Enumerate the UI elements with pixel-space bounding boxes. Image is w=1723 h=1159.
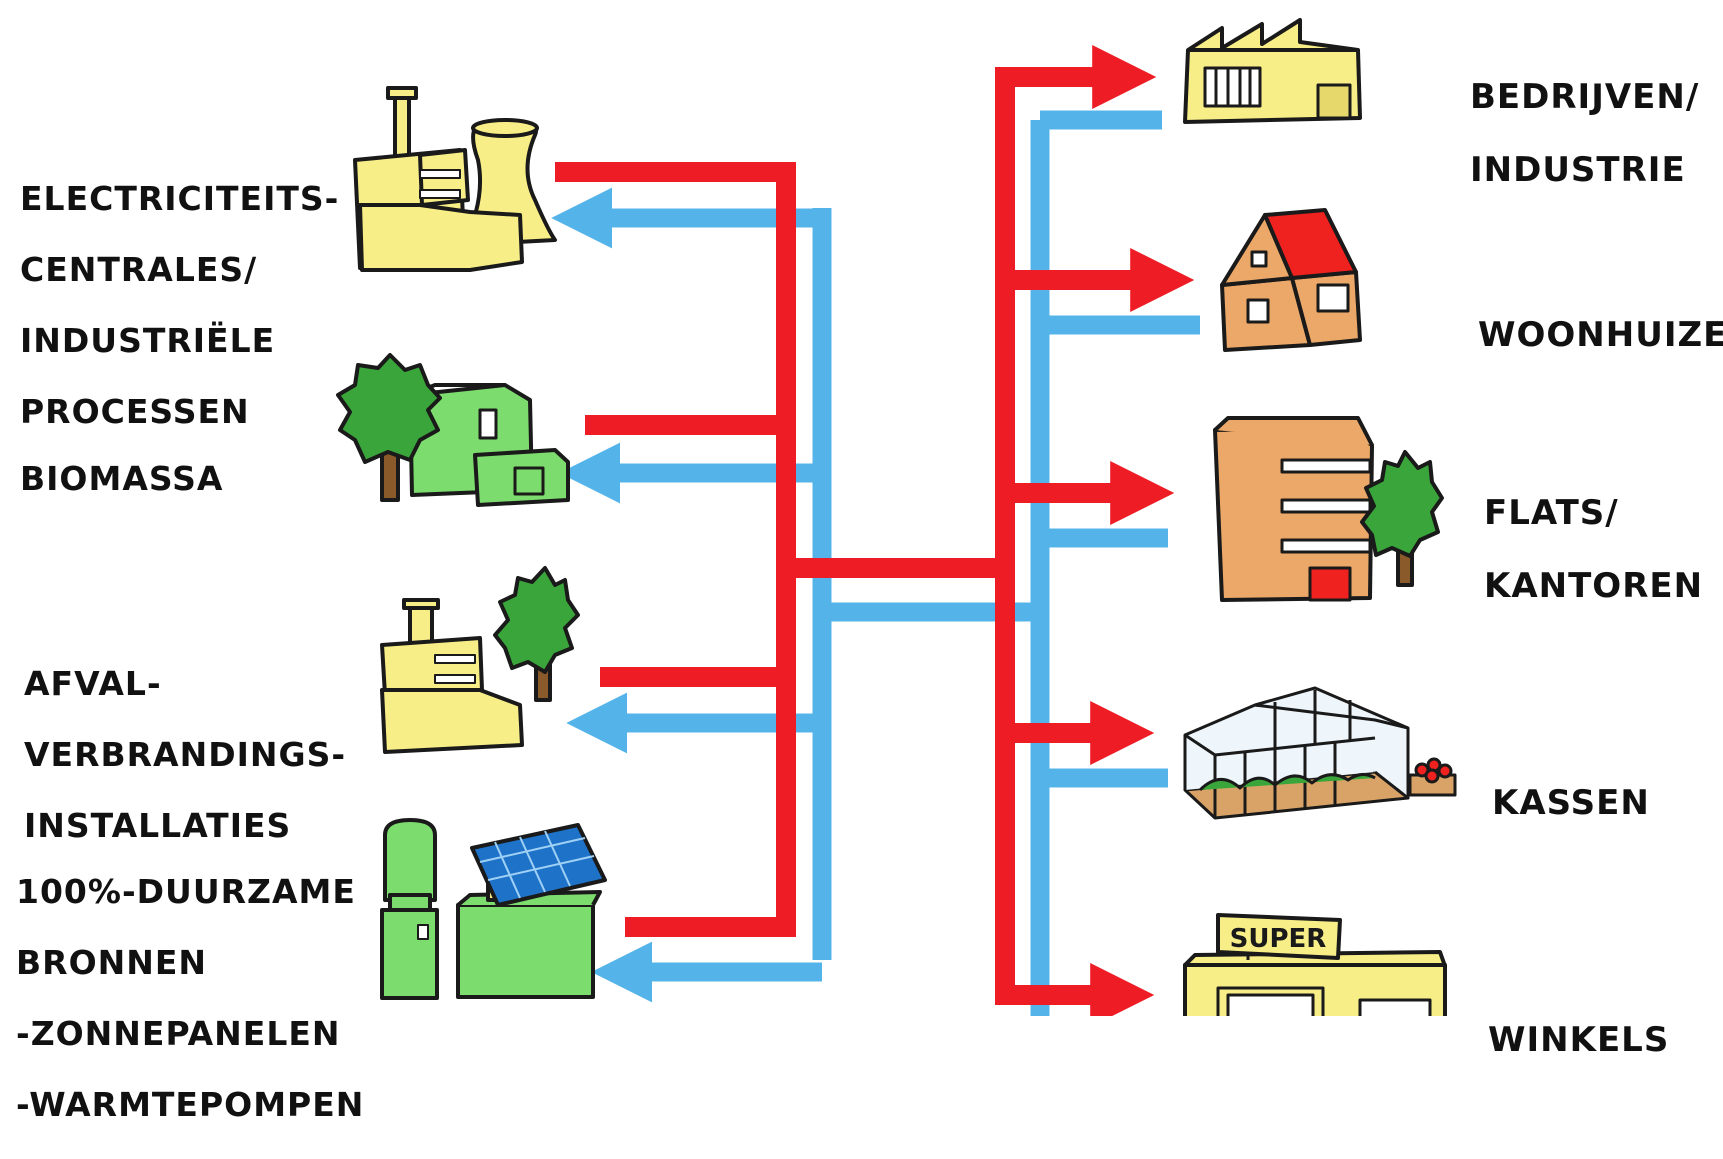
label-line: INDUSTRIËLE [20,321,276,361]
consumer-label-flats: FLATS/ KANTOREN [1484,458,1703,642]
label-line: WOONHUIZEN [1478,314,1723,355]
label-line: PROCESSEN [20,392,250,432]
supermarket-icon: SUPER [1183,913,1447,1016]
label-line: INDUSTRIE [1470,150,1686,191]
label-line: -ZONNEPANELEN [16,1014,341,1054]
label-line: CENTRALES/ [20,249,258,289]
waste-incinerator-icon [380,566,580,754]
label-line: BEDRIJVEN/ [1470,76,1700,117]
consumer-label-greenhouses: KASSEN [1492,748,1650,858]
consumer-label-shops: WINKELS [1488,985,1669,1095]
factory-icon [1183,18,1362,124]
label-line: VERBRANDINGS- [24,734,347,774]
label-line: BIOMASSA [20,458,224,498]
source-label-power: ELECTRICITEITS- CENTRALES/ INDUSTRIËLE P… [20,145,339,466]
pipe-network [551,44,1200,1016]
solar-heatpump-icon [380,818,607,1000]
biomass-plant-icon [336,353,570,507]
label-line: AFVAL- [24,663,162,703]
label-line: KANTOREN [1484,566,1704,607]
power-plant-icon [353,86,557,272]
source-label-biomass: BIOMASSA [20,425,223,532]
greenhouse-icon [1183,686,1457,820]
source-label-waste: AFVAL- VERBRANDINGS- INSTALLATIES [24,630,346,879]
shop-sign: SUPER [1230,924,1327,954]
house-icon [1220,208,1362,352]
label-line: KASSEN [1492,782,1650,823]
heat-network-diagram: SUPER [336,18,1457,1016]
label-line: INSTALLATIES [24,806,292,846]
consumer-label-industry: BEDRIJVEN/ INDUSTRIE [1470,42,1699,226]
label-line: 100%-DUURZAME [16,871,356,911]
consumer-label-houses: WOONHUIZEN [1478,280,1723,390]
label-line: -WARMTEPOMPEN [16,1085,365,1125]
source-label-renewable: 100%-DUURZAME BRONNEN -ZONNEPANELEN -WAR… [16,838,364,1159]
label-line: BRONNEN [16,942,208,982]
label-line: WINKELS [1488,1019,1670,1060]
label-line: ELECTRICITEITS- [20,178,340,218]
label-line: FLATS/ [1484,492,1619,533]
office-building-icon [1213,416,1444,602]
